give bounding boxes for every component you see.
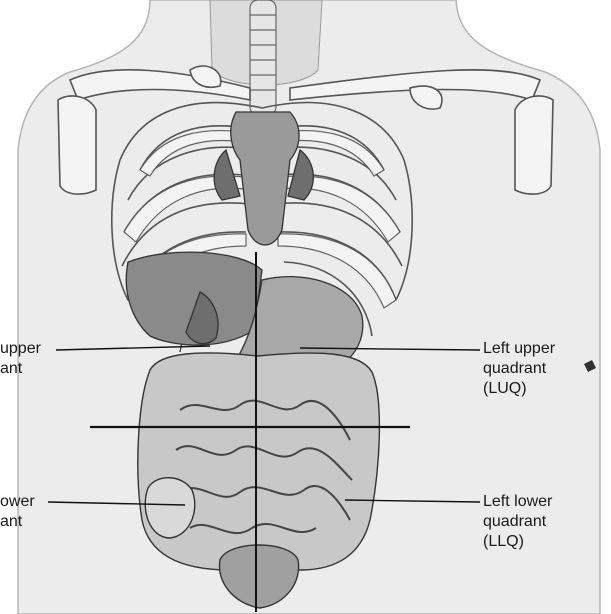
label-left-lower-quadrant: Left lower quadrant (LLQ)	[483, 492, 552, 552]
label-left-upper-quadrant: Left upper quadrant (LUQ)	[483, 339, 555, 399]
label-right-lower-quadrant: ower ant	[0, 492, 35, 532]
label-right-upper-quadrant: upper ant	[0, 339, 41, 379]
trachea	[250, 0, 276, 115]
